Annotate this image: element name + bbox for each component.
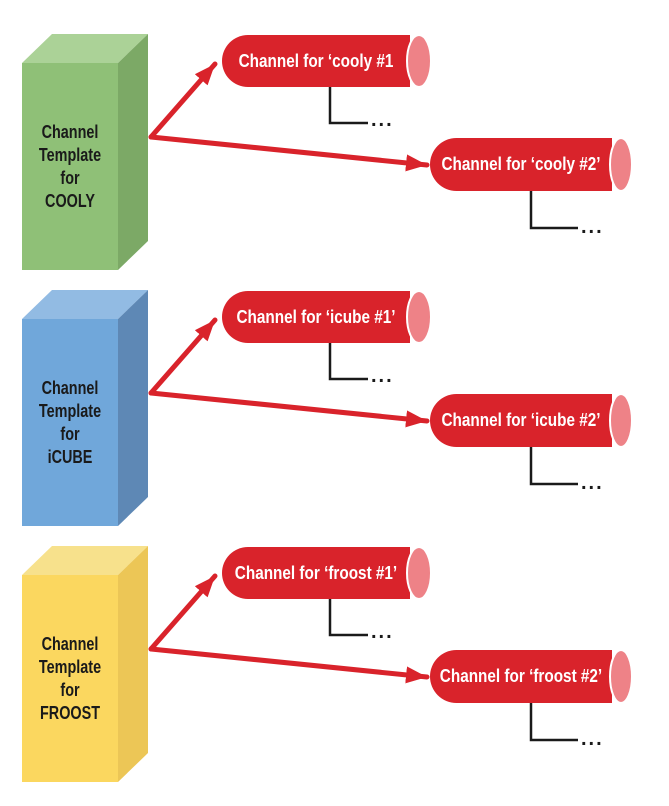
template-to-channel-arrow xyxy=(148,134,430,172)
child-connector xyxy=(328,87,368,125)
ellipsis: ... xyxy=(371,621,394,643)
template-label-line: iCUBE xyxy=(47,446,93,467)
template-box-side-face xyxy=(118,34,148,270)
template-box-top-face xyxy=(22,546,148,575)
child-connector xyxy=(328,343,368,381)
child-connector xyxy=(328,599,368,637)
channel-label: Channel for ‘cooly #1 xyxy=(238,50,394,71)
template-label-line: for xyxy=(60,423,80,444)
channel-cylinder xyxy=(222,291,410,343)
template-box-side-face xyxy=(118,290,148,526)
template-box-label: Channel Template for COOLY xyxy=(32,63,109,270)
channel-label: Channel for ‘cooly #2’ xyxy=(441,154,601,174)
template-label-line: Channel xyxy=(41,121,99,142)
cylinder-end-cap xyxy=(609,649,633,704)
cylinder-end-cap xyxy=(406,34,432,88)
template-label-line: for xyxy=(60,679,80,700)
cylinder-end-cap xyxy=(406,290,432,344)
template-box-front-face xyxy=(22,319,118,526)
cooly-section: Channel Template for COOLY Channel for ‘… xyxy=(0,0,669,294)
template-label-line: for xyxy=(60,167,80,188)
icube-section: Channel Template for iCUBE Channel for ‘… xyxy=(0,256,669,550)
ellipsis: ... xyxy=(581,472,604,494)
template-label-line: Channel xyxy=(41,377,99,398)
cylinder-end-cap xyxy=(609,137,633,192)
channel-label: Channel for ‘icube #2’ xyxy=(441,410,601,430)
icube-shapes xyxy=(22,290,633,526)
channel-cylinder xyxy=(222,35,410,87)
cylinder-end-cap xyxy=(609,393,633,448)
template-box-top-face xyxy=(22,290,148,319)
template-label-line: Template xyxy=(38,400,102,421)
template-label-line: COOLY xyxy=(45,190,95,211)
template-box-label: Channel Template for iCUBE xyxy=(32,319,109,526)
cooly-shapes xyxy=(22,34,633,270)
template-label-line: Channel xyxy=(41,633,99,654)
channel-cylinder xyxy=(222,547,410,599)
template-to-channel-arrow xyxy=(148,390,430,428)
channel-cylinder xyxy=(430,138,612,191)
template-box-front-face xyxy=(22,63,118,270)
channel-label: Channel for ‘froost #2’ xyxy=(439,666,603,686)
template-box-top-face xyxy=(22,34,148,63)
ellipsis: ... xyxy=(581,728,604,750)
template-box-side-face xyxy=(118,546,148,782)
template-box-front-face xyxy=(22,575,118,782)
child-connector xyxy=(529,447,578,486)
froost-section: Channel Template for FROOST Channel for … xyxy=(0,512,669,806)
froost-shapes xyxy=(22,546,633,782)
template-box-label: Channel Template for FROOST xyxy=(32,575,109,782)
child-connector xyxy=(529,703,578,742)
ellipsis: ... xyxy=(371,365,394,387)
channel-cylinder xyxy=(430,650,612,703)
ellipsis: ... xyxy=(371,109,394,131)
template-label-line: Template xyxy=(38,144,102,165)
template-to-channel-arrow xyxy=(148,573,218,652)
cylinder-end-cap xyxy=(406,546,432,600)
template-label-line: FROOST xyxy=(40,702,100,723)
channel-cylinder xyxy=(430,394,612,447)
template-to-channel-arrow xyxy=(148,646,430,684)
ellipsis: ... xyxy=(581,216,604,238)
template-label-line: Template xyxy=(38,656,102,677)
channel-label: Channel for ‘icube #1’ xyxy=(236,306,396,327)
child-connector xyxy=(529,191,578,230)
channel-label: Channel for ‘froost #1’ xyxy=(234,562,398,583)
template-to-channel-arrow xyxy=(148,61,218,140)
template-to-channel-arrow xyxy=(148,317,218,396)
